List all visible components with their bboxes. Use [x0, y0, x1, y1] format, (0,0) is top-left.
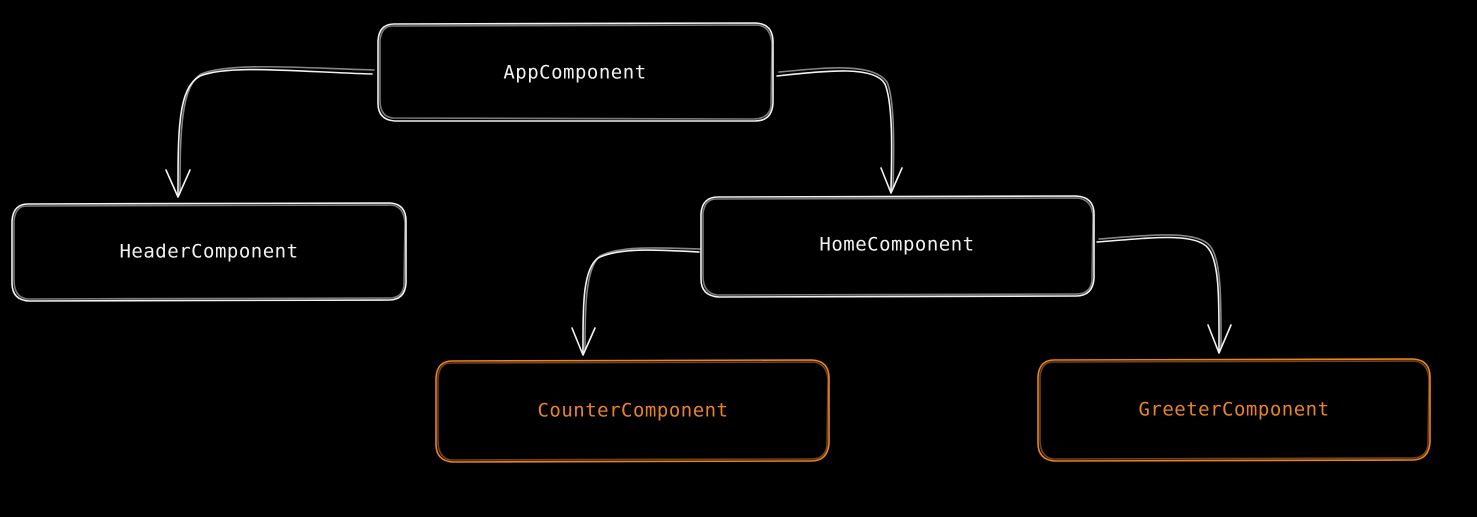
edges [165, 65, 1232, 356]
node-label: AppComponent [503, 62, 646, 84]
edge-home-to-counter [571, 247, 702, 356]
node-app-component: AppComponent [377, 22, 774, 122]
edge-app-to-header [165, 65, 375, 198]
node-label: HomeComponent [819, 234, 974, 256]
node-label: GreeterComponent [1138, 399, 1329, 421]
node-label: CounterComponent [537, 400, 728, 422]
arrowhead-icon [571, 327, 596, 356]
node-label: HeaderComponent [119, 241, 298, 263]
edge-app-to-home [776, 67, 903, 194]
node-greeter-component: GreeterComponent [1037, 358, 1431, 462]
node-header-component: HeaderComponent [11, 202, 407, 302]
node-counter-component: CounterComponent [435, 359, 830, 463]
arrowhead-icon [1207, 324, 1232, 354]
arrowhead-icon [165, 169, 191, 198]
edge-home-to-greeter [1096, 234, 1232, 354]
node-home-component: HomeComponent [700, 195, 1095, 298]
arrowhead-icon [880, 167, 903, 194]
